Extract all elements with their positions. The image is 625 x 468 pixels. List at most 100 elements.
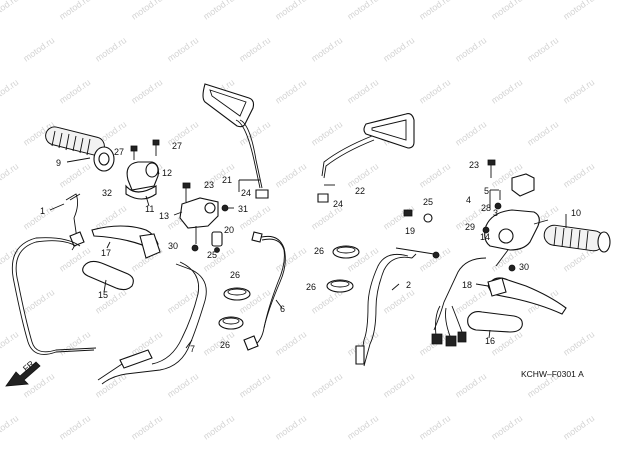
callout-30b: 30	[519, 262, 529, 272]
clamp-26d	[326, 279, 354, 293]
watermark-text: motod.ru	[201, 329, 236, 358]
screw-31	[221, 204, 234, 212]
callout-labels: 1 2 3 4 5 6 7 9 10 11 12 13 14 15 16 17 …	[40, 141, 581, 354]
callout-27a: 27	[114, 147, 124, 157]
watermark-text: motod.ru	[489, 413, 524, 442]
switch-harness-6	[243, 231, 286, 351]
callout-23b: 23	[469, 160, 479, 170]
cable-7	[97, 261, 207, 385]
watermark-text: motod.ru	[417, 245, 452, 274]
watermark-text: motod.ru	[273, 161, 308, 190]
leader-lines	[49, 157, 567, 349]
watermark-text: motod.ru	[57, 413, 92, 442]
watermark-text: motod.ru	[129, 413, 164, 442]
clamp-26a	[223, 287, 251, 301]
callout-27b: 27	[172, 141, 182, 151]
callout-10: 10	[571, 208, 581, 218]
front-direction-arrow: FR.	[5, 357, 41, 387]
bolt-23	[182, 182, 191, 202]
callout-15: 15	[98, 290, 108, 300]
watermark-text: motod.ru	[0, 161, 20, 190]
watermark-text: motod.ru	[57, 77, 92, 106]
callout-20: 20	[224, 225, 234, 235]
watermark-text: motod.ru	[273, 245, 308, 274]
watermark-text: motod.ru	[0, 413, 20, 442]
callout-19: 19	[405, 226, 415, 236]
callout-21: 21	[222, 175, 232, 185]
callout-13: 13	[159, 211, 169, 221]
watermark-text: motod.ru	[453, 35, 488, 64]
callout-28: 28	[481, 203, 491, 213]
screw-27a	[130, 145, 138, 160]
watermark-text: motod.ru	[345, 413, 380, 442]
callout-18: 18	[462, 280, 472, 290]
watermark-text: motod.ru	[21, 203, 56, 232]
watermark-text: motod.ru	[93, 35, 128, 64]
watermark-text: motod.ru	[165, 119, 200, 148]
watermark-text: motod.ru	[561, 161, 596, 190]
throttle-grip-10	[543, 224, 611, 253]
nut-30b	[508, 264, 516, 272]
watermark-text: motod.ru	[309, 119, 344, 148]
watermark-text: motod.ru	[561, 413, 596, 442]
watermark-text: motod.ru	[273, 0, 308, 22]
direction-label: FR.	[21, 357, 38, 373]
callout-24b: 24	[333, 199, 343, 209]
watermark-text: motod.ru	[201, 413, 236, 442]
screw-25-center	[403, 209, 433, 223]
watermark-text: motod.ru	[165, 371, 200, 400]
callout-32: 32	[102, 188, 112, 198]
brake-lever-18	[487, 277, 567, 315]
callout-30a: 30	[168, 241, 178, 251]
callout-14: 14	[480, 232, 490, 242]
watermark-text: motod.ru	[381, 371, 416, 400]
watermark-text: motod.ru	[417, 0, 452, 22]
watermark-text: motod.ru	[0, 0, 20, 22]
callout-12: 12	[162, 168, 172, 178]
callout-24a: 24	[241, 188, 251, 198]
callout-31: 31	[238, 204, 248, 214]
callout-2: 2	[406, 280, 411, 290]
grip-cover-16	[467, 311, 523, 333]
callout-5: 5	[484, 186, 489, 196]
watermark-text: motod.ru	[93, 371, 128, 400]
screw-29	[482, 226, 490, 234]
watermark-text: motod.ru	[57, 0, 92, 22]
callout-1: 1	[40, 206, 45, 216]
watermark-text: motod.ru	[417, 413, 452, 442]
watermark-text: motod.ru	[273, 413, 308, 442]
watermark-text: motod.ru	[237, 35, 272, 64]
callout-25a: 25	[207, 250, 217, 260]
callout-9: 9	[56, 158, 61, 168]
callout-23a: 23	[204, 180, 214, 190]
left-grip-assembly	[45, 126, 115, 172]
screw-27b	[152, 139, 160, 156]
watermark-text: motod.ru	[453, 287, 488, 316]
nut-30a	[191, 244, 199, 252]
callout-29: 29	[465, 222, 475, 232]
watermark-text: motod.ru	[381, 287, 416, 316]
switch-housing-right	[484, 173, 549, 251]
callout-17: 17	[101, 248, 111, 258]
watermark-text: motod.ru	[417, 77, 452, 106]
watermark-text: motod.ru	[561, 0, 596, 22]
watermark-text: motod.ru	[165, 287, 200, 316]
watermark-text: motod.ru	[237, 371, 272, 400]
brake-cable-2	[355, 253, 413, 367]
watermark-text: motod.ru	[453, 371, 488, 400]
grip-cover-15	[82, 260, 134, 291]
callout-6: 6	[280, 304, 285, 314]
watermark-text: motod.ru	[21, 287, 56, 316]
left-mirror	[202, 83, 269, 199]
watermark-text: motod.ru	[561, 329, 596, 358]
switch-housing-11	[125, 161, 159, 200]
watermark-text: motod.ru	[453, 119, 488, 148]
clutch-cable-1	[11, 193, 97, 355]
watermark-text: motod.ru	[489, 0, 524, 22]
watermark-text: motod.ru	[57, 161, 92, 190]
watermark-text: motod.ru	[309, 35, 344, 64]
watermark-text: motod.ru	[57, 329, 92, 358]
diagram-code: KCHW–F0301 А	[521, 369, 584, 379]
watermark-text: motod.ru	[165, 35, 200, 64]
watermark-text: motod.ru	[0, 77, 20, 106]
